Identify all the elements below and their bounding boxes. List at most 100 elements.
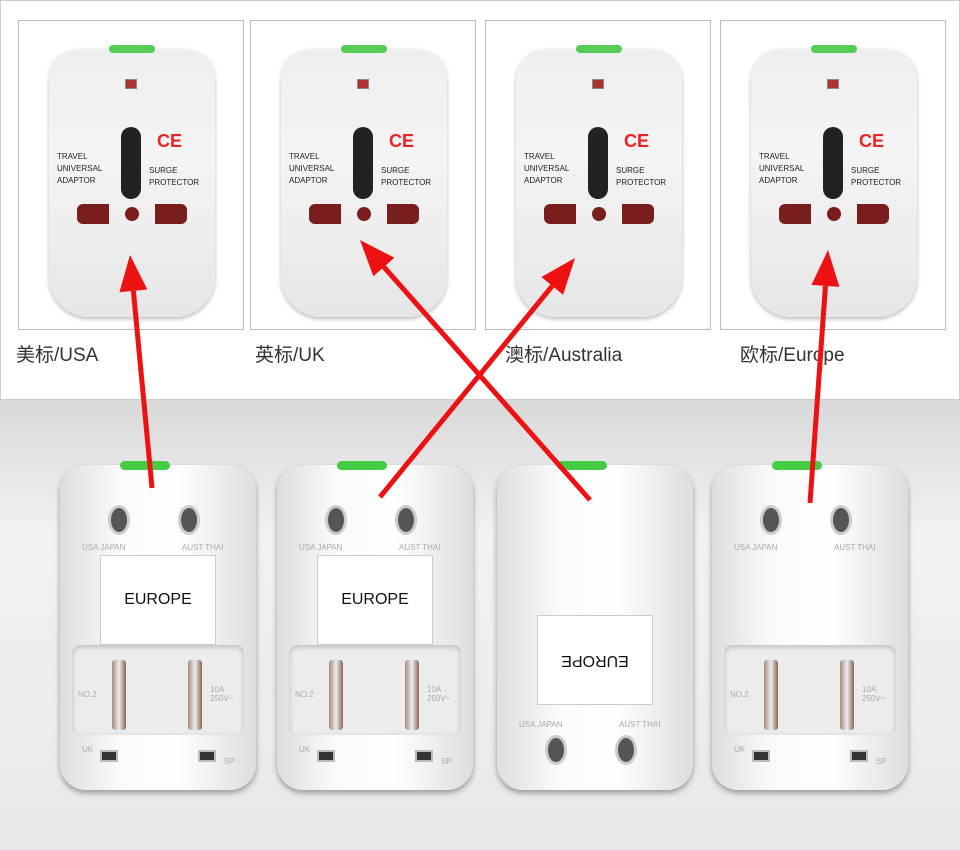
usa-japan-text: USA JAPAN: [734, 543, 778, 552]
usa-japan-text: USA JAPAN: [519, 720, 563, 729]
indicator: [772, 461, 822, 470]
uk-switch: [415, 750, 433, 762]
type-label-australia: 澳标/Australia: [505, 345, 623, 366]
plug-pin: [178, 505, 200, 535]
socket-left: [77, 204, 109, 224]
usa-japan-text: USA JAPAN: [299, 543, 343, 552]
socket-slot: [121, 127, 141, 199]
model-text: NO.2: [78, 690, 97, 699]
europe-slider: EUROPE: [100, 555, 216, 645]
indicator: [341, 45, 387, 53]
sp-text: SP: [876, 757, 887, 766]
indicator: [811, 45, 857, 53]
type-label-europe: 欧标/Europe: [740, 345, 845, 366]
socket-right: [857, 204, 889, 224]
euro-pin: [405, 660, 419, 730]
pin-cavity: [72, 645, 244, 735]
euro-pin: [764, 660, 778, 730]
socket-slot: [823, 127, 843, 199]
pin-cavity: [289, 645, 461, 735]
uk-switch: [850, 750, 868, 762]
uk-switch: [317, 750, 335, 762]
model-text: NO.2: [730, 690, 749, 699]
plug-pin: [108, 505, 130, 535]
indicator: [557, 461, 607, 470]
aust-thai-text: AUST THAI: [834, 543, 876, 552]
plug-pin: [760, 505, 782, 535]
socket-right: [387, 204, 419, 224]
indicator: [120, 461, 170, 470]
plug-pin: [830, 505, 852, 535]
pin-cavity: [724, 645, 896, 735]
europe-slider: EUROPE: [317, 555, 433, 645]
rating-text: 10A 250V~: [427, 685, 451, 703]
europe-slider: EUROPE: [537, 615, 653, 705]
sp-text: SP: [224, 757, 235, 766]
indicator: [109, 45, 155, 53]
uk-switch: [198, 750, 216, 762]
aust-thai-text: AUST THAI: [182, 543, 224, 552]
uk-text: UK: [734, 745, 746, 754]
usa-japan-text: USA JAPAN: [82, 543, 126, 552]
uk-text: UK: [82, 745, 94, 754]
socket-ground: [592, 207, 606, 221]
aust-thai-text: AUST THAI: [399, 543, 441, 552]
socket-ground: [125, 207, 139, 221]
socket-left: [779, 204, 811, 224]
euro-pin: [188, 660, 202, 730]
power-led: [357, 79, 369, 89]
aust-thai-text: AUST THAI: [619, 720, 661, 729]
uk-switch: [752, 750, 770, 762]
socket-right: [155, 204, 187, 224]
socket-left: [544, 204, 576, 224]
socket-slot: [588, 127, 608, 199]
adapter-australia: USA JAPAN AUST THAI EUROPE: [497, 461, 693, 790]
ce-mark: CE: [624, 131, 650, 151]
ce-mark: CE: [859, 131, 885, 151]
adapter-usa: USA JAPAN AUST THAI EUROPE NO.2 10A 250V…: [60, 461, 256, 790]
plug-pin: [615, 735, 637, 765]
rating-text: 10A 250V~: [862, 685, 886, 703]
power-led: [827, 79, 839, 89]
ce-mark: CE: [157, 131, 183, 151]
indicator: [337, 461, 387, 470]
euro-pin: [329, 660, 343, 730]
type-label-uk: 英标/UK: [255, 345, 325, 366]
power-led: [592, 79, 604, 89]
sp-text: SP: [441, 757, 452, 766]
indicator: [576, 45, 622, 53]
uk-text: UK: [299, 745, 311, 754]
ce-mark: CE: [389, 131, 415, 151]
socket-slot: [353, 127, 373, 199]
euro-pin: [840, 660, 854, 730]
socket-left: [309, 204, 341, 224]
power-led: [125, 79, 137, 89]
plug-pin: [325, 505, 347, 535]
euro-pin: [112, 660, 126, 730]
socket-ground: [827, 207, 841, 221]
adapter-uk: USA JAPAN AUST THAI EUROPE NO.2 10A 250V…: [277, 461, 473, 790]
adapter-europe: USA JAPAN AUST THAI NO.2 10A 250V~ UK SP: [712, 461, 908, 790]
uk-switch: [100, 750, 118, 762]
socket-right: [622, 204, 654, 224]
type-label-usa: 美标/USA: [16, 345, 99, 366]
model-text: NO.2: [295, 690, 314, 699]
socket-ground: [357, 207, 371, 221]
plug-pin: [545, 735, 567, 765]
